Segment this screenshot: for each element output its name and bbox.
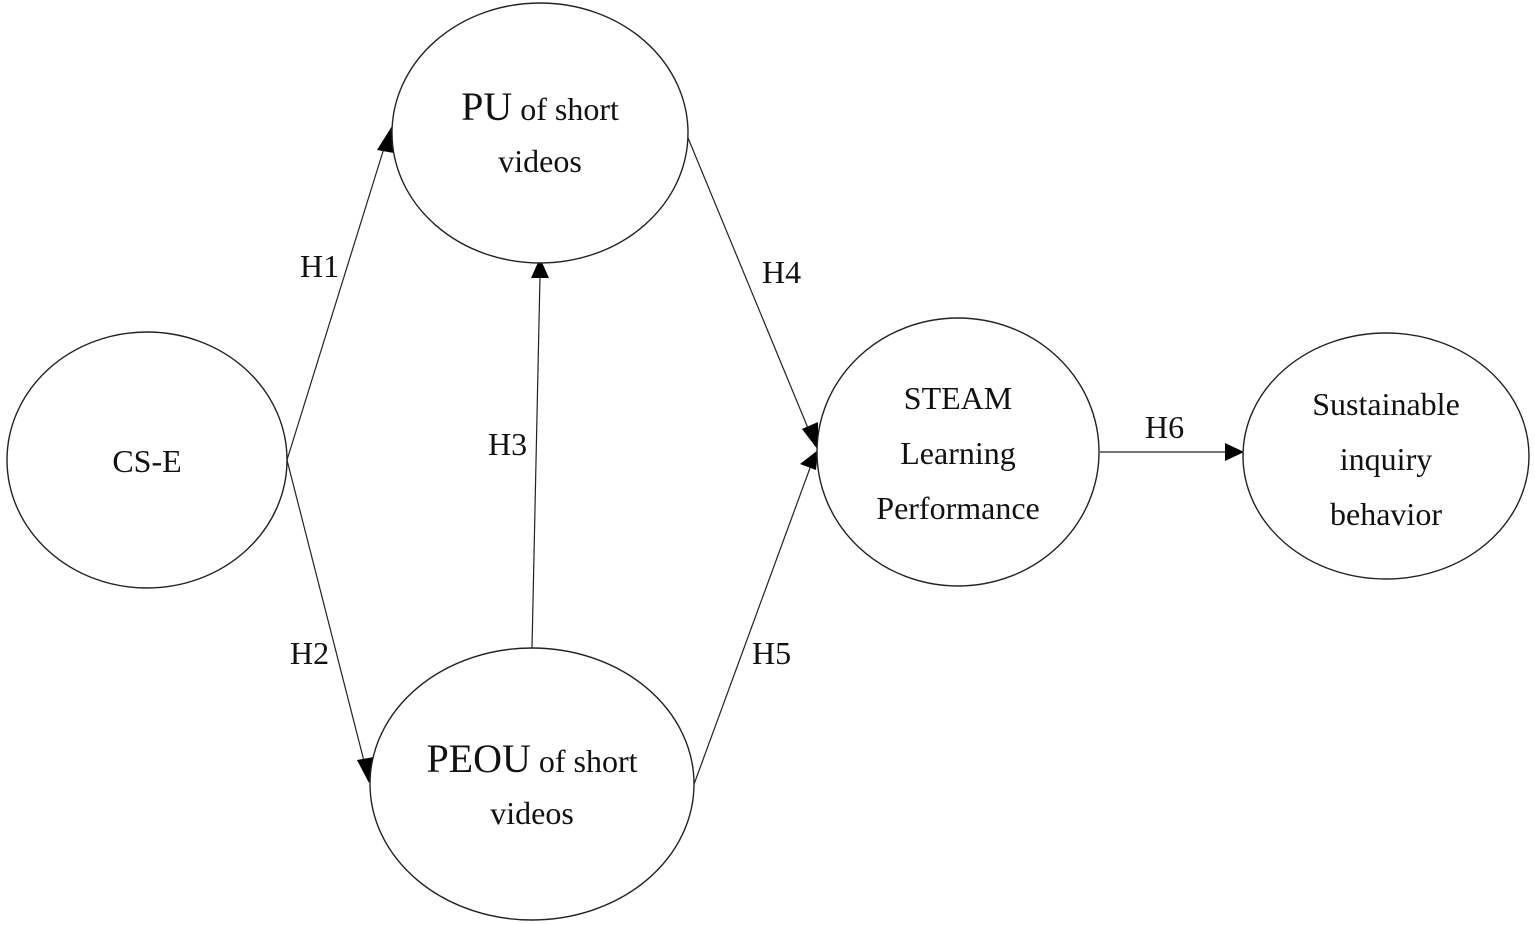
edge-h6: [1100, 443, 1244, 461]
edge-label-h6: H6: [1145, 409, 1184, 445]
arrowhead-h5: [800, 450, 818, 470]
arrowhead-h4: [802, 422, 818, 450]
node-pu-line2: videos: [498, 143, 582, 179]
arrowhead-h1: [377, 126, 394, 153]
node-steam-line1: STEAM: [904, 380, 1012, 416]
node-sib-line2: inquiry: [1340, 441, 1432, 477]
node-pu-rest: of short: [520, 91, 619, 127]
edge-label-h3: H3: [488, 426, 527, 462]
edge-h5: [692, 450, 818, 788]
arrowhead-h3: [531, 258, 549, 278]
edge-label-h4: H4: [762, 254, 801, 290]
edge-label-h1: H1: [300, 248, 339, 284]
arrowhead-h6: [1225, 443, 1244, 461]
node-cs-e: CS-E: [6, 331, 288, 589]
node-peou-line2: videos: [490, 795, 574, 831]
node-peou-abbr: PEOU: [426, 736, 531, 781]
edge-h3: [531, 258, 549, 649]
node-cs-e-label: CS-E: [112, 443, 181, 479]
edge-label-h2: H2: [290, 635, 329, 671]
node-steam-line2: Learning: [900, 435, 1016, 471]
edge-h1: [286, 126, 394, 461]
node-sib-line3: behavior: [1330, 496, 1442, 532]
node-pu-line1: PU of short: [461, 84, 619, 129]
node-sustainable-inquiry-behavior: Sustainable inquiry behavior: [1242, 332, 1530, 580]
node-peou-rest: of short: [539, 743, 638, 779]
node-steam-line3: Performance: [876, 490, 1039, 526]
node-steam-learning-performance: STEAM Learning Performance: [816, 317, 1100, 587]
node-pu-abbr: PU: [461, 84, 512, 129]
node-peou-line1: PEOU of short: [426, 736, 637, 781]
node-peou-short-videos: PEOU of short videos: [369, 647, 695, 921]
edge-h2: [286, 459, 374, 783]
node-sib-line1: Sustainable: [1312, 386, 1460, 422]
edge-label-h5: H5: [752, 635, 791, 671]
node-pu-short-videos: PU of short videos: [391, 2, 689, 264]
edge-h4: [685, 132, 818, 450]
